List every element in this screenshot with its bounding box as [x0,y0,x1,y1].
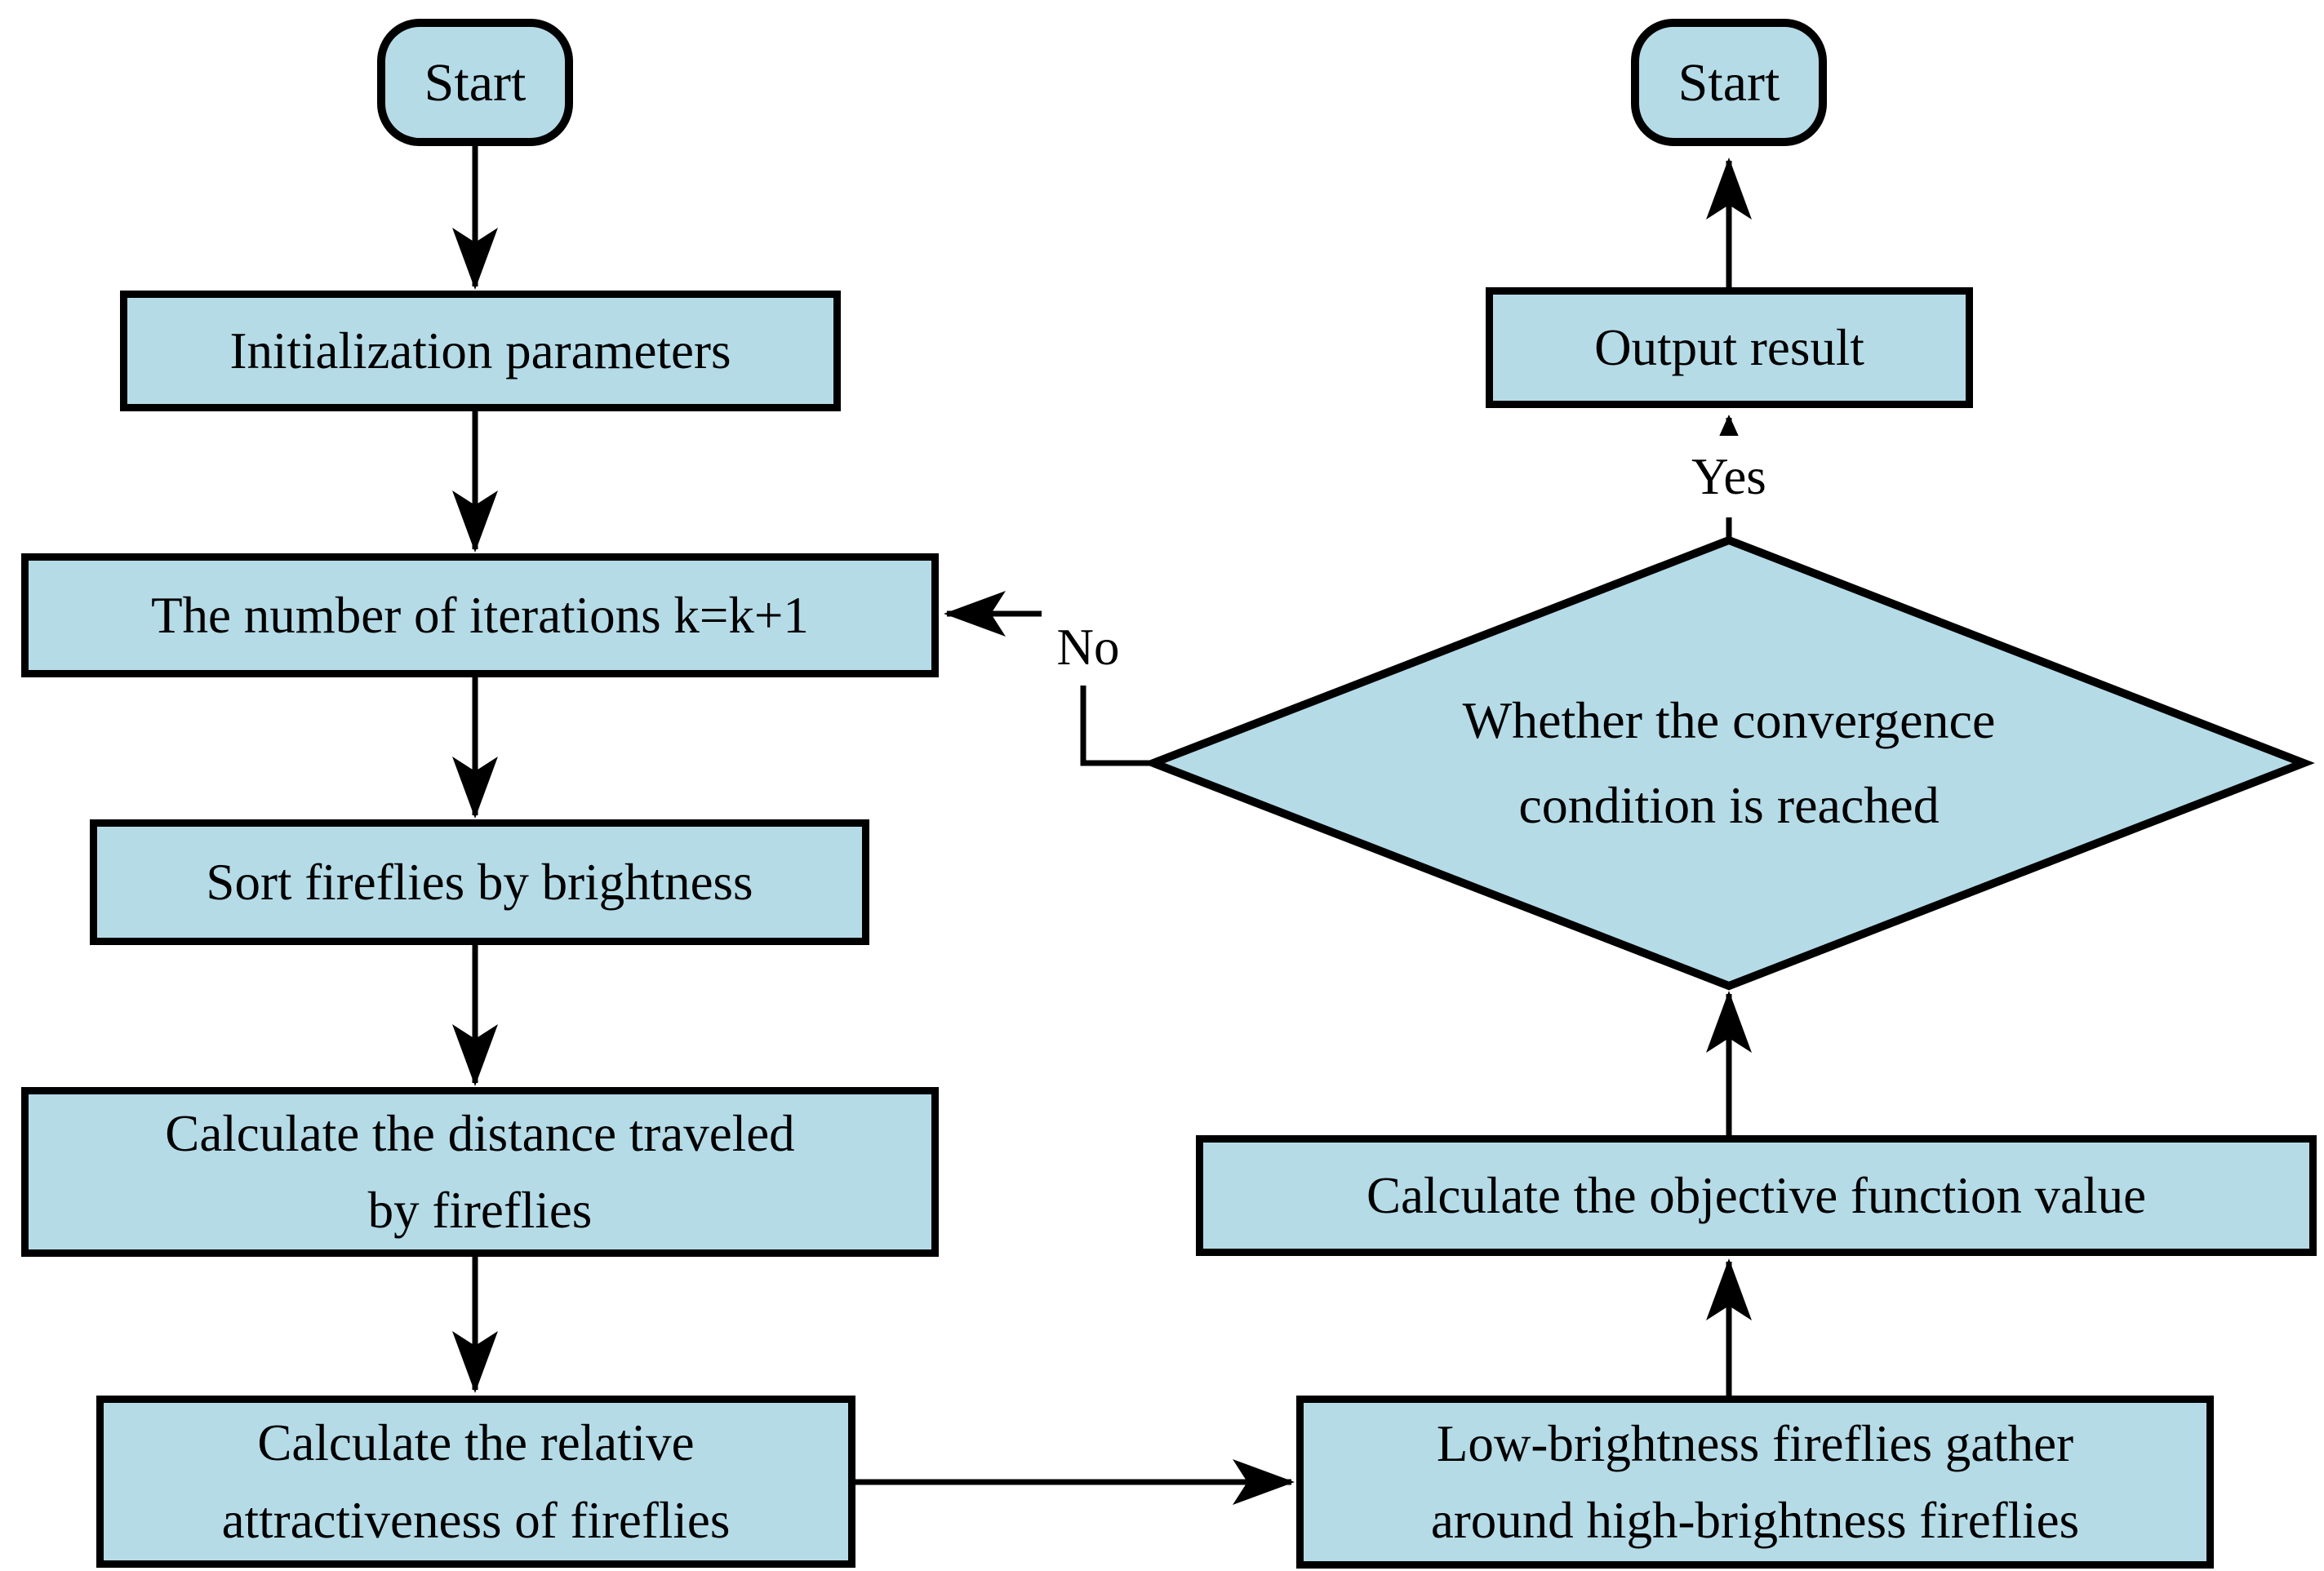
node-output-result: Output result [1486,287,1973,408]
node-output-result-label: Output result [1594,318,1864,376]
node-start-left-label: Start [424,52,527,113]
decision-diamond-shape [1142,535,2315,991]
node-calc-distance: Calculate the distance traveled by firef… [21,1087,939,1257]
node-iterations: The number of iterations k=k+1 [21,553,939,677]
node-calc-distance-label: Calculate the distance traveled by firef… [165,1104,795,1240]
node-calc-attractiveness: Calculate the relative attractiveness of… [96,1396,855,1568]
node-calc-objective-label: Calculate the objective function value [1366,1166,2147,1224]
edge-label-no: No [1042,609,1135,686]
node-start-right-label: Start [1677,52,1780,113]
node-gather-label: Low-brightness fireflies gather around h… [1430,1414,2080,1550]
node-start-left: Start [377,19,573,146]
edge-label-yes: Yes [1655,436,1802,517]
node-initialization-parameters-label: Initialization parameters [229,322,731,379]
node-decision-label: Whether the convergence condition is rea… [1462,691,1996,834]
node-start-right: Start [1631,19,1827,146]
node-sort-fireflies-label: Sort fireflies by brightness [206,853,753,911]
node-initialization-parameters: Initialization parameters [120,291,841,411]
node-calc-attractiveness-label: Calculate the relative attractiveness of… [221,1414,731,1549]
node-gather: Low-brightness fireflies gather around h… [1296,1396,2214,1569]
node-iterations-label: The number of iterations k=k+1 [151,586,809,644]
node-calc-objective: Calculate the objective function value [1196,1135,2317,1256]
arrow-decision-to-iterations-no [944,591,1153,766]
node-sort-fireflies: Sort fireflies by brightness [90,819,869,945]
